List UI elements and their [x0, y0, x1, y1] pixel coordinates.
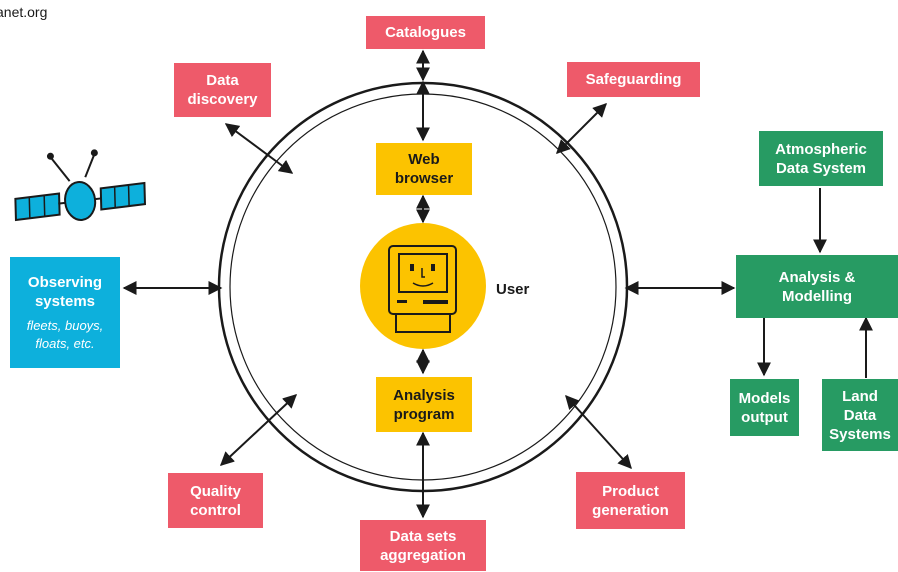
data-sets-aggregation-box: Data sets aggregation — [360, 520, 486, 571]
analysis-program-box: Analysis program — [376, 377, 472, 432]
arrow-product — [565, 394, 632, 470]
observing-systems-subtitle: fleets, buoys, floats, etc. — [26, 317, 104, 351]
models-output-box: Models output — [730, 379, 799, 436]
connector-arrows — [122, 49, 873, 519]
analysis-modelling-box: Analysis & Modelling — [736, 255, 898, 318]
observing-systems-box: Observing systems fleets, buoys, floats,… — [10, 257, 120, 368]
atmospheric-data-system-box: Atmospheric Data System — [759, 131, 883, 186]
arrow-quality — [219, 394, 298, 466]
satellite-icon — [14, 149, 147, 222]
arrow-safeguarding — [556, 103, 607, 154]
source-text: anet.org — [0, 4, 48, 20]
computer-icon — [388, 245, 457, 333]
arrow-discovery — [224, 123, 294, 174]
user-label: User — [496, 281, 530, 298]
land-data-systems-box: Land Data Systems — [822, 379, 898, 451]
product-generation-box: Product generation — [576, 472, 685, 529]
observing-systems-title: Observing systems — [27, 273, 103, 310]
data-discovery-box: Data discovery — [174, 63, 271, 117]
catalogues-box: Catalogues — [366, 16, 485, 49]
web-browser-box: Web browser — [376, 143, 472, 195]
quality-control-box: Quality control — [168, 473, 263, 528]
safeguarding-box: Safeguarding — [567, 62, 700, 97]
